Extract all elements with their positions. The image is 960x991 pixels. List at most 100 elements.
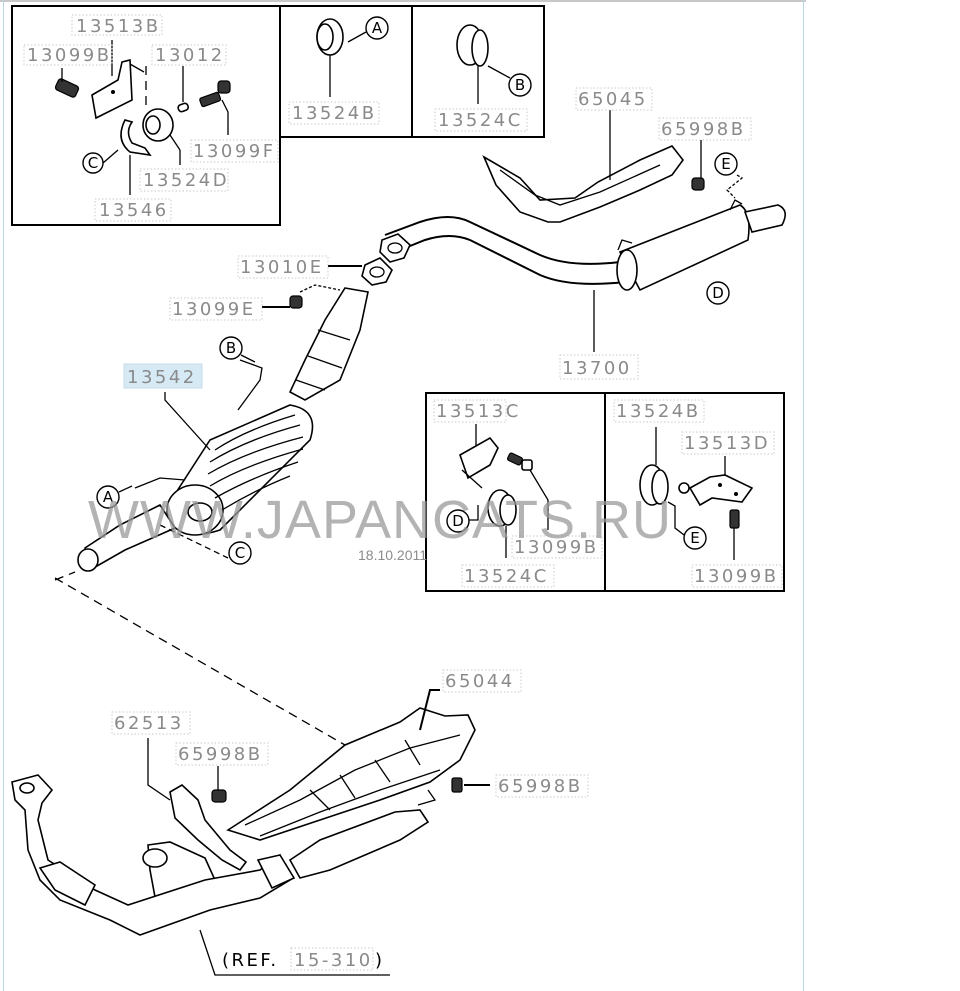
callout-circle-d — [706, 281, 730, 305]
rubber-13524d-part — [142, 66, 181, 165]
heat-protector-65044-part — [226, 689, 476, 841]
callout-circle-e-inset — [683, 526, 707, 550]
main-muffler-13700-part — [384, 199, 786, 292]
dash-link-1 — [54, 571, 76, 581]
callout-c-inset: C — [88, 154, 98, 172]
bolt-13099e-part — [262, 284, 341, 309]
label-box — [434, 108, 528, 132]
ref-number-link[interactable]: 15-310 — [294, 950, 373, 971]
part-label-13513c[interactable]: 13513C — [436, 401, 521, 422]
ref-suffix: ) — [375, 950, 385, 971]
rubber-13524c-mid-part — [468, 489, 517, 558]
part-label-13099b[interactable]: 13099B — [27, 45, 112, 66]
part-label-13010e[interactable]: 13010E — [240, 257, 324, 278]
callout-a-main: A — [103, 488, 114, 506]
callout-circle-a — [365, 16, 389, 40]
label-box — [461, 564, 555, 588]
part-label-13524d[interactable]: 13524D — [143, 170, 229, 191]
part-label-13524b[interactable]: 13524B — [292, 103, 377, 124]
label-box — [71, 14, 163, 36]
gasket-13010e-part — [328, 233, 411, 286]
frame-top-border — [0, 0, 806, 2]
callout-e-inset: E — [690, 529, 699, 547]
callout-circle-d-inset — [446, 509, 470, 533]
label-box — [658, 117, 752, 141]
bolt-13099b-mid2-part — [729, 509, 740, 560]
label-box — [433, 399, 507, 423]
bolt-13099f-part — [199, 80, 231, 135]
part-label-65998b-rear[interactable]: 65998B — [661, 119, 746, 140]
label-box — [23, 44, 113, 66]
part-label-13542[interactable]: 13542 — [127, 367, 197, 388]
part-label-65044[interactable]: 65044 — [445, 671, 515, 692]
dash-link-2 — [54, 577, 346, 746]
callout-circle-b-main — [219, 336, 243, 360]
label-box — [442, 669, 522, 693]
label-box — [190, 139, 279, 163]
part-label-13546[interactable]: 13546 — [99, 200, 169, 221]
bolt-13099b-part — [54, 68, 80, 98]
label-box — [151, 44, 227, 66]
label-box — [139, 168, 229, 192]
leader-13542 — [164, 392, 211, 451]
bracket-13546-part — [102, 119, 152, 195]
callout-circle-c — [82, 152, 104, 174]
leader-a — [118, 485, 133, 493]
diagram-date: 18.10.2011 — [358, 547, 427, 563]
frame-left-border — [3, 0, 4, 991]
bracket-13513c-part — [459, 424, 499, 489]
part-label-13700[interactable]: 13700 — [562, 358, 632, 379]
part-label-65998b-bracket[interactable]: 65998B — [178, 744, 263, 765]
bolt-65998b-rear-part — [691, 140, 705, 191]
callout-b-inset: B — [515, 76, 525, 94]
part-label-13513b[interactable]: 13513B — [76, 16, 161, 37]
bracket-13513d-part — [678, 456, 754, 507]
callout-d-main: D — [712, 284, 724, 302]
callout-c-main: C — [235, 544, 245, 562]
part-label-13099b-mid2[interactable]: 13099B — [694, 566, 779, 587]
front-exhaust-pipe-part — [11, 774, 296, 936]
rubber-hanger-13524c-part — [456, 24, 511, 104]
label-box — [175, 742, 269, 766]
rubber-hanger-13524b-part — [316, 18, 367, 97]
part-label-13524c-mid[interactable]: 13524C — [464, 566, 549, 587]
part-label-13524c[interactable]: 13524C — [438, 110, 523, 131]
bolt-65998b-bracket-part — [211, 766, 227, 803]
part-label-13099b-mid[interactable]: 13099B — [514, 537, 599, 558]
callout-a-inset: A — [372, 19, 383, 37]
callout-circle-c-main — [228, 541, 252, 565]
part-label-13524b-mid[interactable]: 13524B — [616, 401, 701, 422]
leader-c — [159, 524, 229, 559]
callout-d-inset: D — [452, 512, 464, 530]
label-box — [495, 774, 589, 798]
frame-right-border — [803, 0, 804, 991]
callout-e-main: E — [721, 155, 730, 173]
part-label-13012[interactable]: 13012 — [155, 45, 225, 66]
label-box — [681, 431, 775, 455]
bracket-62513-part — [147, 738, 248, 872]
watermark: WWW.JAPANCATS.RU — [88, 490, 672, 550]
bolt-65998b-protector-part — [451, 777, 490, 793]
part-label-65998b-protector[interactable]: 65998B — [498, 776, 583, 797]
center-pipe-part — [288, 287, 369, 401]
callout-b-main: B — [226, 339, 236, 357]
label-highlight-13542 — [123, 363, 203, 389]
callout-circle-b — [508, 73, 532, 97]
part-label-13099f[interactable]: 13099F — [193, 141, 276, 162]
ref-prefix: (REF. — [222, 950, 279, 971]
bracket-13513b-part — [91, 40, 145, 120]
part-label-13513d[interactable]: 13513D — [684, 433, 770, 454]
label-box — [559, 354, 639, 380]
part-label-62513[interactable]: 62513 — [114, 713, 184, 734]
part-label-65045[interactable]: 65045 — [578, 89, 648, 110]
heat-protector-65045-part — [482, 110, 685, 223]
callout-circle-a-main — [96, 485, 120, 509]
part-label-13099e[interactable]: 13099E — [172, 299, 256, 320]
leader-b — [240, 354, 256, 363]
pin-13012-part — [177, 66, 190, 113]
callout-circle-e — [714, 152, 738, 176]
ref-leader — [199, 929, 390, 976]
label-box — [290, 947, 374, 971]
